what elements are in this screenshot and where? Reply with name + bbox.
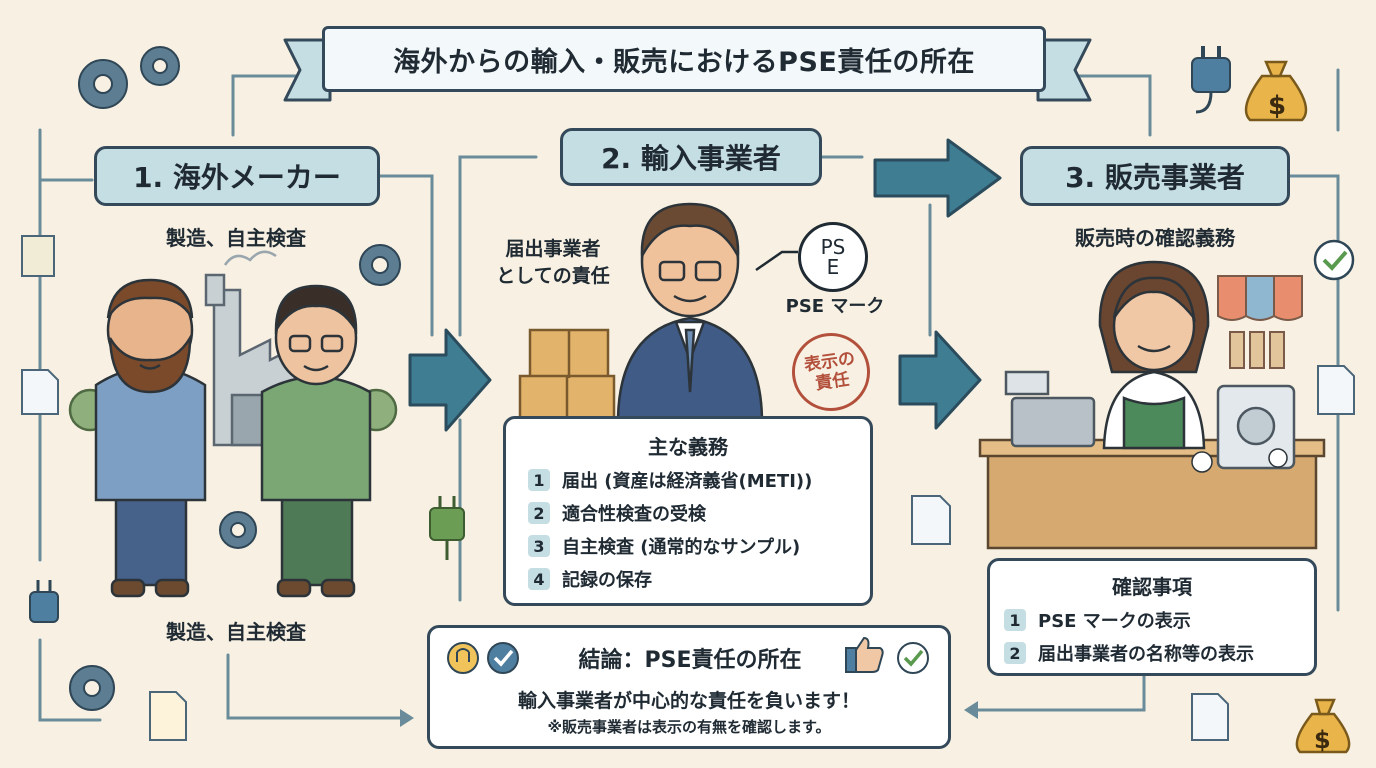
plug-icon: [29, 46, 1231, 623]
duty-item: 1 届出 (資産は経済義省(METI)): [528, 467, 870, 493]
gear-icon: [69, 46, 401, 711]
duty-num: 1: [528, 469, 550, 491]
check-num: 2: [1004, 642, 1026, 664]
check-item: 1 PSE マークの表示: [1004, 607, 1314, 633]
seller-caption: 販売時の確認義務: [1075, 226, 1235, 250]
duty-text: 適合性検査の受検: [562, 504, 706, 525]
checks-card: 確認事項 1 PSE マークの表示 2 届出事業者の名称等の表示: [987, 558, 1317, 676]
shop-clerk-illustration: [1098, 260, 1210, 450]
conclusion-title: 結論：PSE責任の所在: [578, 648, 802, 673]
check-icon: [487, 642, 519, 674]
duty-item: 2 適合性検査の受検: [528, 500, 870, 526]
duty-num: 4: [528, 568, 550, 590]
arrow-top-to-seller: [873, 138, 1002, 218]
duty-text: 届出 (資産は経済義省(METI)): [562, 471, 813, 492]
check-item: 2 届出事業者の名称等の表示: [1004, 640, 1314, 666]
duty-item: 4 記録の保存: [528, 566, 870, 592]
checks-title: 確認事項: [1112, 575, 1192, 599]
appliance-illustration: [1216, 384, 1296, 470]
duty-num: 3: [528, 535, 550, 557]
dollar-sign-icon-2: $: [1314, 726, 1331, 754]
pse-mark-caption: PSE マーク: [785, 296, 885, 317]
importer-note-line2: としての責任: [496, 265, 610, 287]
duty-text: 自主検査 (通常的なサンプル): [562, 537, 801, 558]
cash-register-illustration: [1004, 370, 1096, 448]
pse-mark-top: PS: [820, 235, 846, 259]
arrow-maker-to-importer: [408, 328, 492, 432]
thumbs-up-icon: [845, 636, 884, 673]
stage-label-maker: 1. 海外メーカー: [94, 146, 380, 206]
pse-small-mark-icon: [1191, 451, 1213, 473]
pse-mark-icon: PS E: [798, 222, 868, 292]
money-bag-icon: [1244, 60, 1351, 754]
check-icon: [897, 642, 929, 674]
duties-title: 主な義務: [648, 435, 728, 459]
arrow-importer-to-seller: [898, 330, 982, 430]
check-text: 届出事業者の名称等の表示: [1038, 644, 1254, 665]
importer-note: 届出事業者 としての責任: [478, 236, 628, 290]
maker-caption-bottom: 製造、自主検査: [166, 620, 306, 644]
check-num: 1: [1004, 609, 1026, 631]
worker-glasses-illustration: [260, 284, 372, 598]
maker-caption-top: 製造、自主検査: [166, 226, 306, 250]
importer-note-line1: 届出事業者: [505, 238, 601, 260]
check-text: PSE マークの表示: [1038, 611, 1191, 632]
duty-item: 3 自主検査 (通常的なサンプル): [528, 533, 870, 559]
check-icon: [1313, 239, 1355, 281]
duty-num: 2: [528, 502, 550, 524]
conclusion-main: 輸入事業者が中心的な責任を負います！: [517, 690, 860, 712]
worker-bearded-illustration: [94, 278, 207, 598]
warning-icon: [447, 642, 479, 674]
stage-label-importer: 2. 輸入事業者: [560, 128, 822, 186]
duty-text: 記録の保存: [562, 570, 652, 591]
document-icon: [21, 235, 1355, 741]
conclusion-card: 結論：PSE責任の所在 輸入事業者が中心的な責任を負います！ ※販売事業者は表示…: [427, 625, 951, 749]
cardboard-box-illustration: [518, 328, 616, 420]
awning-icon: [1217, 275, 1303, 369]
businessman-illustration: [616, 202, 764, 420]
pse-small-mark-icon-2: [1268, 448, 1288, 468]
dollar-sign-icon: $: [1268, 91, 1286, 121]
conclusion-icons: [447, 636, 929, 674]
stage-label-seller: 3. 販売事業者: [1020, 146, 1290, 206]
conclusion-note: ※販売事業者は表示の有無を確認します。: [547, 718, 831, 736]
pse-mark-bottom: E: [826, 255, 840, 279]
plug-icon-green: [429, 496, 465, 560]
duties-card: 主な義務 1 届出 (資産は経済義省(METI)) 2 適合性検査の受検 3 自主検査…: [503, 416, 873, 606]
page-title: 海外からの輸入・販売におけるPSE責任の所在: [322, 26, 1046, 92]
